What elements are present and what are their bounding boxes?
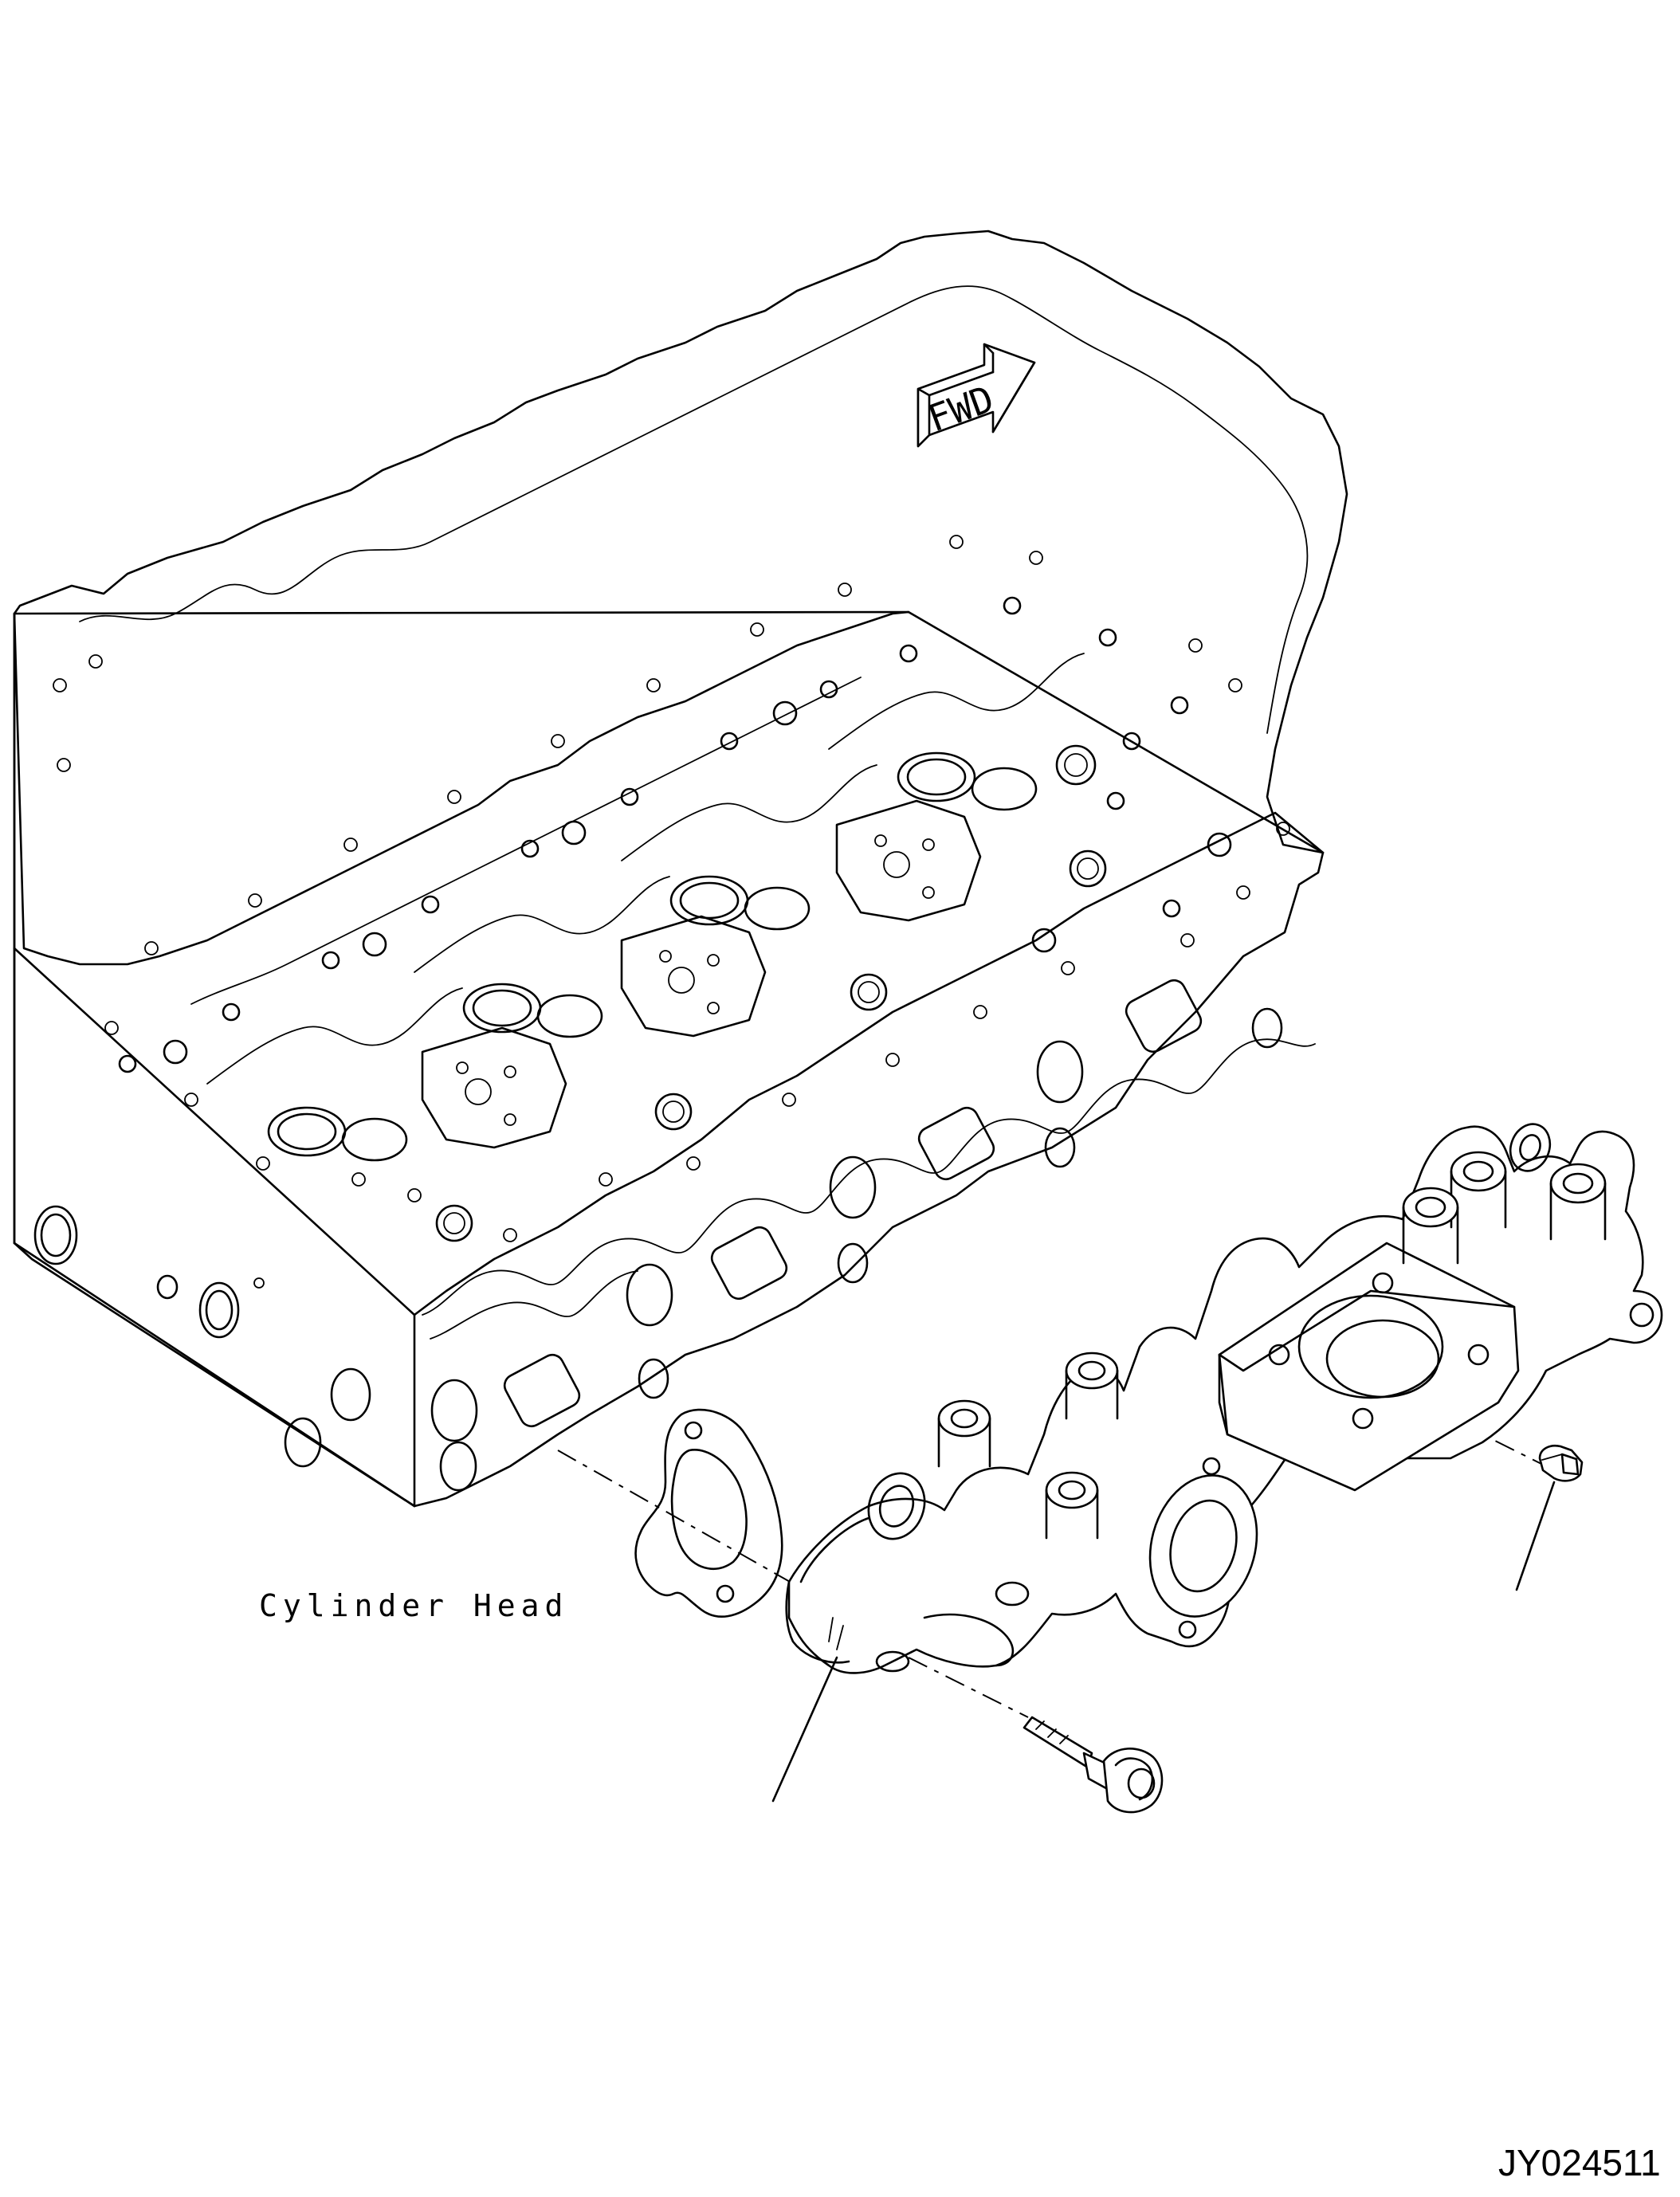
sensor-plug-icon (1538, 1444, 1584, 1482)
cylinder-head (13, 230, 1348, 1508)
leader-line-sensor (1515, 1481, 1556, 1591)
flange-bolt-icon (1023, 1716, 1164, 1814)
alignment-line-head (557, 1450, 798, 1587)
cylinder-head-label: Cylinder Head (259, 1588, 568, 1623)
exhaust-gasket (634, 1408, 783, 1618)
valve-port-group (53, 535, 1290, 1242)
drawing-id: JY024511 (1498, 2142, 1661, 2183)
fwd-arrow-icon: FWD (917, 343, 1036, 448)
exhaust-manifold (785, 1123, 1663, 1674)
leader-line-manifold (771, 1656, 838, 1803)
